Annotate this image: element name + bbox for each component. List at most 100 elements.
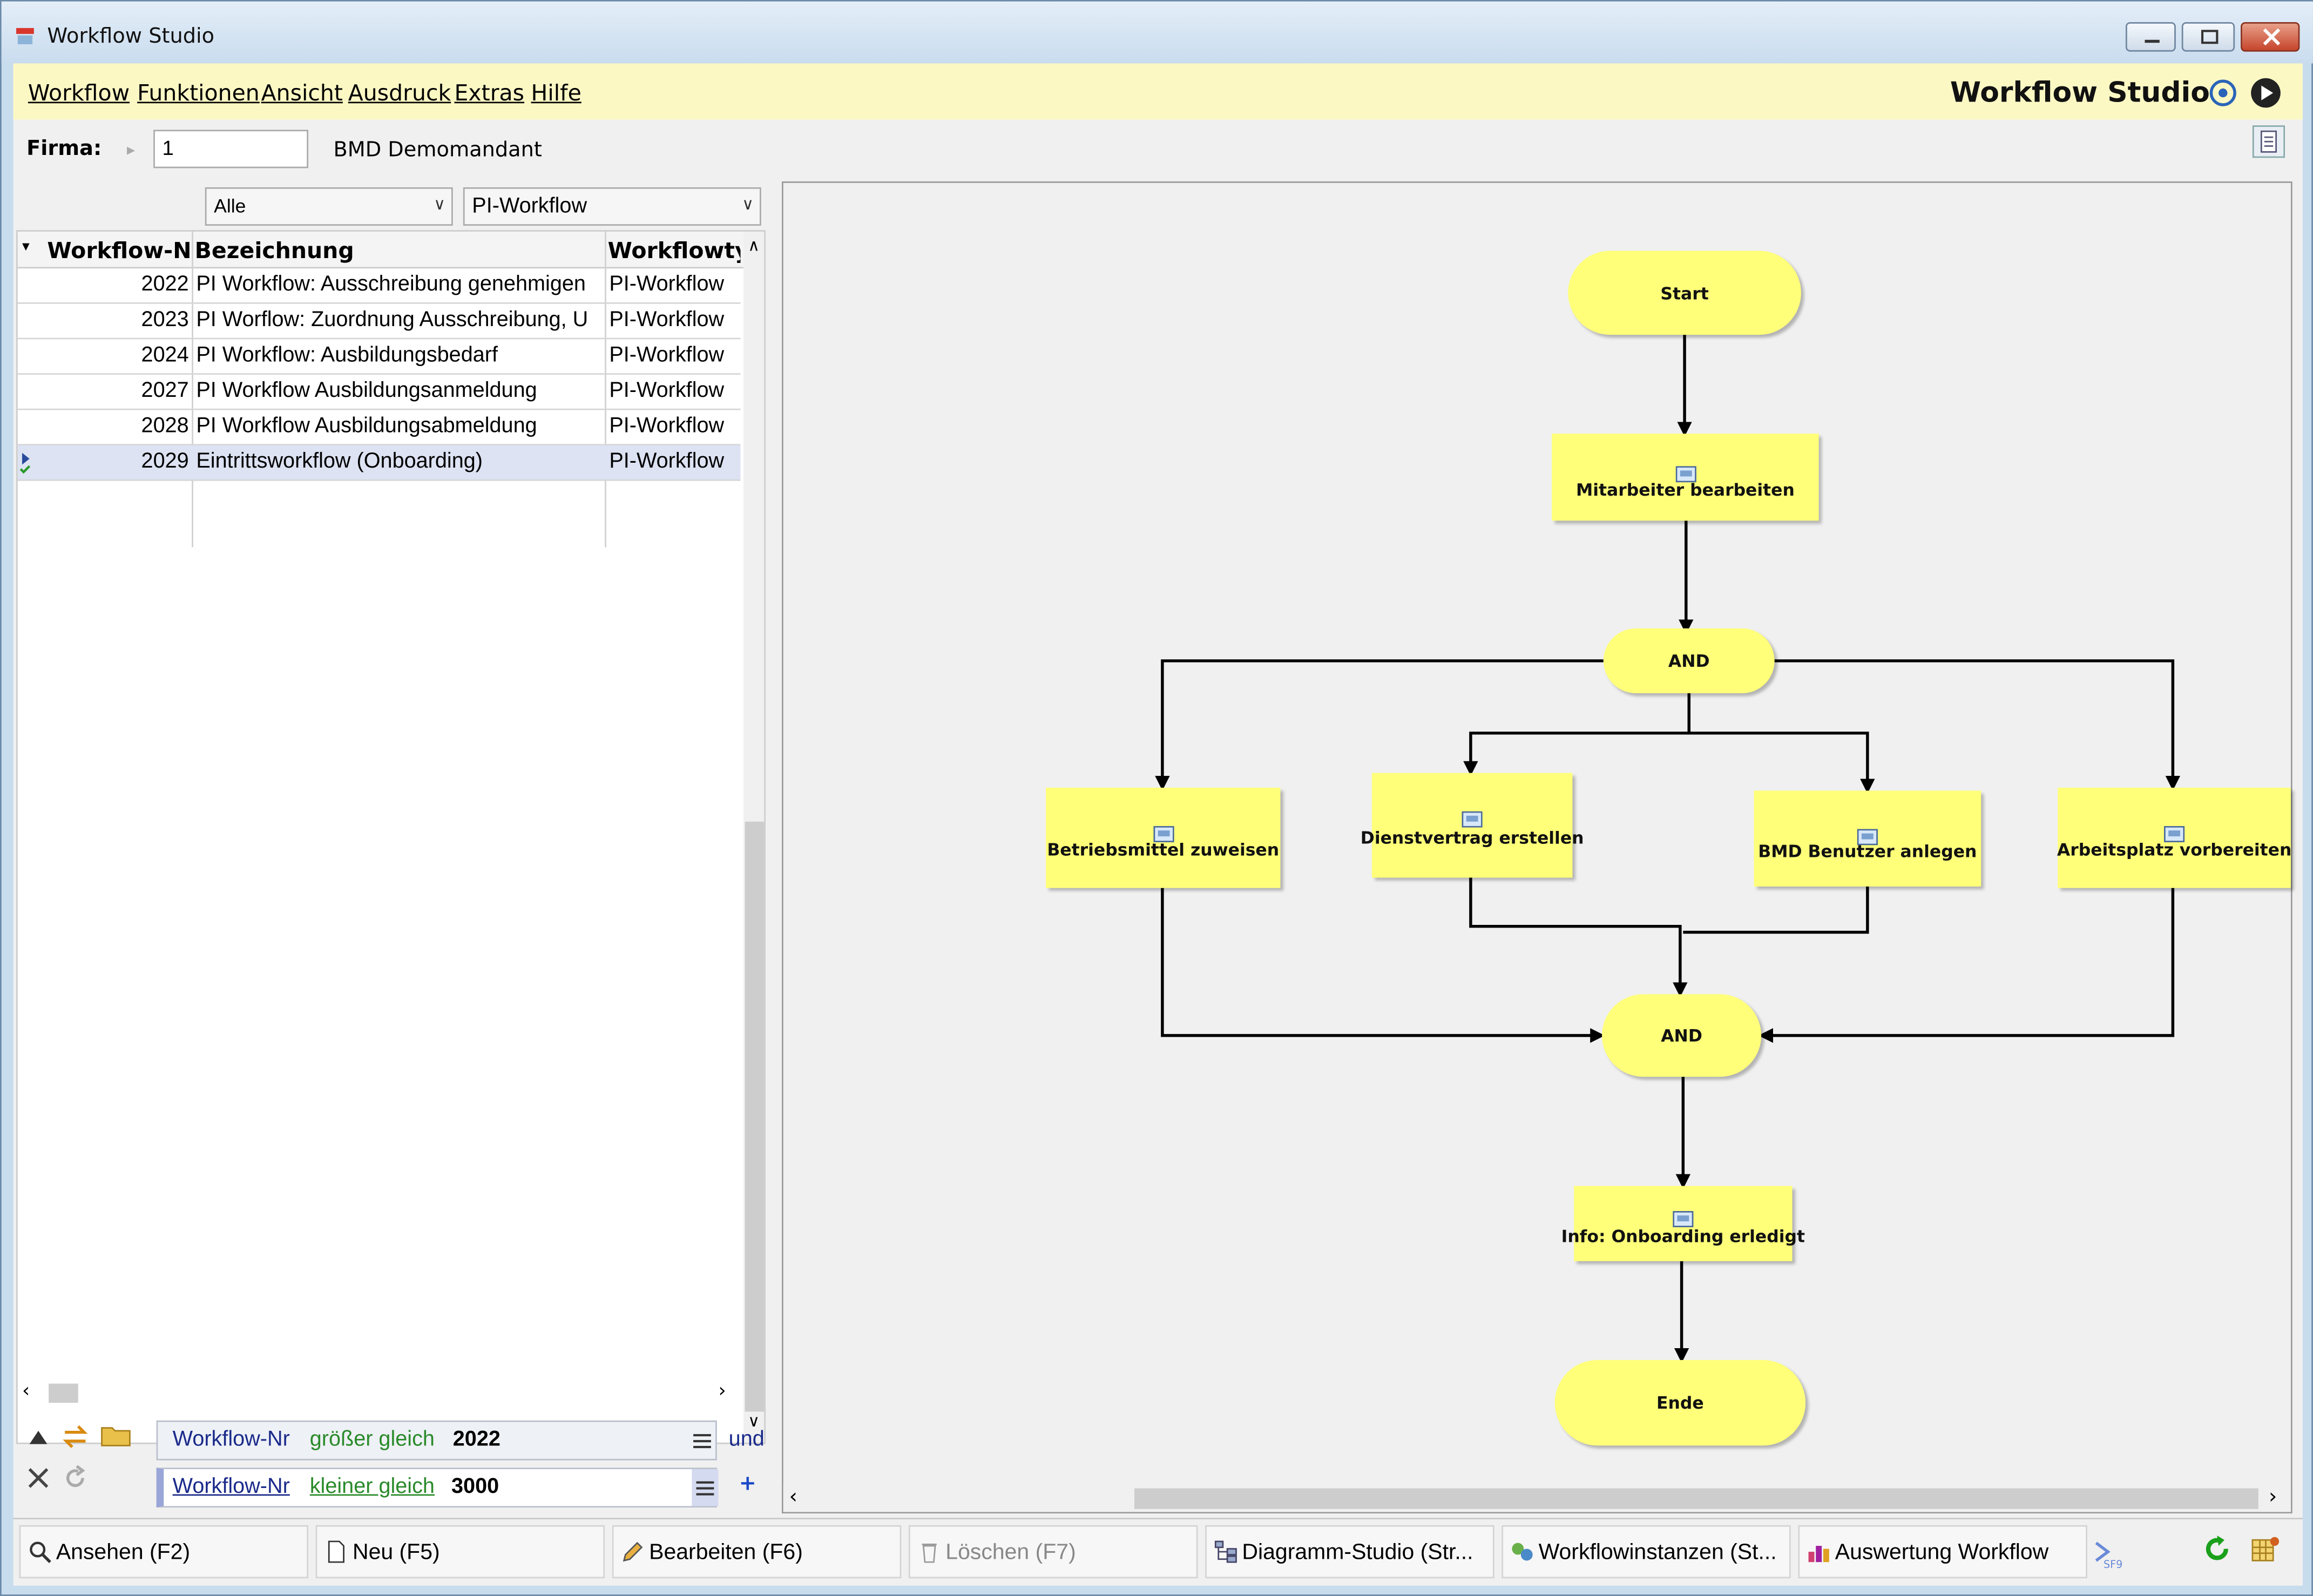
table-row[interactable]: 2022 PI Workflow: Ausschreibung genehmig… <box>17 268 741 304</box>
edit-button[interactable]: Bearbeiten (F6) <box>612 1525 902 1579</box>
sf9-icon[interactable]: SF9 <box>2090 1537 2122 1570</box>
table-row[interactable]: 2028 PI Workflow Ausbildungsabmeldung PI… <box>17 410 741 446</box>
menu-extras[interactable]: Extras <box>454 79 525 106</box>
move-up-icon[interactable] <box>26 1426 50 1447</box>
cell-nr: 2023 <box>141 308 189 332</box>
table-row-selected[interactable]: 2029 Eintrittsworkflow (Onboarding) PI-W… <box>17 445 741 481</box>
menu-hilfe[interactable]: Hilfe <box>531 79 581 106</box>
condition-operator[interactable]: kleiner gleich <box>309 1475 435 1499</box>
workflow-instances-button[interactable]: Workflowinstanzen (St... <box>1502 1525 1791 1579</box>
condition-field[interactable]: Workflow-Nr <box>172 1475 290 1499</box>
cell-typ: PI-Workflow <box>609 308 725 332</box>
chevron-down-icon: ∨ <box>742 196 754 214</box>
diagram-node-start[interactable]: Start <box>1568 251 1801 335</box>
diagram-node-arbeitsplatz-vorbereiten[interactable]: Arbeitsplatz vorbereiten <box>2057 787 2292 888</box>
node-label: Arbeitsplatz vorbereiten <box>2057 839 2292 860</box>
close-button[interactable] <box>2241 22 2300 52</box>
diagram-studio-button[interactable]: Diagramm-Studio (Str... <box>1205 1525 1494 1579</box>
column-header-bezeichnung[interactable]: Bezeichnung <box>194 237 354 265</box>
diagram-node-end[interactable]: Ende <box>1554 1360 1806 1446</box>
menu-lines-icon[interactable] <box>695 1478 715 1498</box>
horizontal-scroll-thumb[interactable] <box>49 1383 78 1403</box>
swap-arrows-icon[interactable] <box>60 1423 90 1450</box>
workflow-instances-button-label: Workflowinstanzen (St... <box>1538 1540 1777 1565</box>
open-folder-icon[interactable] <box>100 1422 133 1449</box>
scope-select[interactable]: Alle ∨ <box>205 187 453 226</box>
condition-value[interactable]: 2022 <box>452 1428 501 1452</box>
condition-value[interactable]: 3000 <box>451 1475 499 1499</box>
table-header: ▾ Workflow-Nr Bezeichnung Workflowtyp <box>17 231 765 269</box>
workflow-table: ▾ Workflow-Nr Bezeichnung Workflowtyp 20… <box>16 230 766 1444</box>
diagram-node-and-split[interactable]: AND <box>1603 628 1775 694</box>
condition-operator[interactable]: größer gleich <box>309 1428 435 1452</box>
minimize-button[interactable] <box>2125 22 2176 52</box>
condition-field[interactable]: Workflow-Nr <box>172 1428 290 1452</box>
diagram-horizontal-scrollbar[interactable]: ‹ › <box>783 1485 2291 1512</box>
filter-condition-1[interactable]: Workflow-Nr größer gleich 2022 <box>156 1420 717 1460</box>
restore-icon <box>2201 30 2219 44</box>
lookup-icon[interactable]: ▸ <box>126 140 136 160</box>
scroll-left-icon[interactable]: ‹ <box>22 1381 30 1403</box>
notes-button[interactable] <box>2252 125 2285 158</box>
diagram-node-dienstvertrag-erstellen[interactable]: Dienstvertrag erstellen <box>1361 773 1584 878</box>
column-header-typ[interactable]: Workflowtyp <box>607 237 741 265</box>
filter-condition-2[interactable]: Workflow-Nr kleiner gleich 3000 <box>156 1467 719 1508</box>
vertical-scroll-thumb[interactable] <box>745 821 765 1412</box>
condition-join[interactable]: und <box>728 1428 765 1452</box>
column-header-nr[interactable]: Workflow-Nr <box>47 237 192 265</box>
brand-title: Workflow Studio <box>1950 77 2210 110</box>
delete-button-label: Löschen (F7) <box>945 1540 1076 1565</box>
magnifier-icon <box>30 1541 51 1564</box>
firma-input[interactable]: 1 <box>153 130 309 168</box>
reload-icon[interactable] <box>2202 1534 2232 1564</box>
cell-typ: PI-Workflow <box>609 273 725 297</box>
task-icon <box>2163 826 2185 842</box>
diagram-node-mitarbeiter-bearbeiten[interactable]: Mitarbeiter bearbeiten <box>1552 434 1819 521</box>
play-icon[interactable] <box>2249 77 2282 109</box>
cell-bezeichnung: PI Worflow: Zuordnung Ausschreibung, U <box>196 308 589 332</box>
scroll-right-icon[interactable]: › <box>718 1381 726 1403</box>
diagram-node-info-onboarding[interactable]: Info: Onboarding erledigt <box>1561 1186 1805 1261</box>
view-button[interactable]: Ansehen (F2) <box>19 1525 309 1579</box>
diagram-scroll-thumb[interactable] <box>1134 1488 2258 1509</box>
maximize-button[interactable] <box>2181 22 2235 52</box>
report-button[interactable]: Auswertung Workflow <box>1798 1525 2087 1579</box>
node-label: Dienstvertrag erstellen <box>1360 827 1584 848</box>
table-row[interactable]: 2023 PI Worflow: Zuordnung Ausschreibung… <box>17 304 741 340</box>
task-icon <box>1857 829 1878 846</box>
table-row[interactable]: 2027 PI Workflow Ausbildungsanmeldung PI… <box>17 375 741 410</box>
table-row[interactable]: 2024 PI Workflow: Ausbildungsbedarf PI-W… <box>17 339 741 375</box>
report-chart-icon <box>1808 1546 1829 1563</box>
node-label: Betriebsmittel zuweisen <box>1047 839 1280 860</box>
menu-ansicht[interactable]: Ansicht <box>261 79 343 106</box>
edit-button-label: Bearbeiten (F6) <box>649 1540 803 1565</box>
new-button[interactable]: Neu (F5) <box>315 1525 605 1579</box>
diagram-studio-button-label: Diagramm-Studio (Str... <box>1242 1540 1473 1565</box>
add-condition-icon[interactable]: + <box>739 1472 756 1496</box>
diagram-node-betriebsmittel-zuweisen[interactable]: Betriebsmittel zuweisen <box>1046 787 1281 888</box>
diagram-node-and-join[interactable]: AND <box>1602 994 1762 1077</box>
menu-lines-icon[interactable] <box>692 1431 712 1451</box>
sort-arrow-icon[interactable]: ▾ <box>22 239 30 255</box>
settings-grid-icon[interactable] <box>2249 1534 2282 1566</box>
task-icon <box>1675 466 1696 483</box>
scroll-right-icon[interactable]: › <box>2268 1485 2277 1509</box>
type-select[interactable]: PI-Workflow ∨ <box>463 187 761 226</box>
scroll-up-icon[interactable]: ∧ <box>748 236 760 255</box>
scroll-left-icon[interactable]: ‹ <box>789 1485 797 1509</box>
table-horizontal-scrollbar[interactable]: ‹ › <box>16 1381 742 1404</box>
cell-bezeichnung: PI Workflow: Ausschreibung genehmigen <box>196 273 586 297</box>
diagram-node-bmd-benutzer-anlegen[interactable]: BMD Benutzer anlegen <box>1754 790 1981 887</box>
menu-funktionen[interactable]: Funktionen <box>137 79 260 106</box>
delete-button[interactable]: Löschen (F7) <box>908 1525 1198 1579</box>
cell-bezeichnung: PI Workflow Ausbildungsabmeldung <box>196 414 537 438</box>
menu-ausdruck[interactable]: Ausdruck <box>348 79 451 106</box>
refresh-icon[interactable] <box>62 1465 89 1491</box>
title-bar: Workflow Studio <box>1 1 2313 64</box>
help-icon[interactable] <box>2208 78 2238 108</box>
menu-workflow[interactable]: Workflow <box>28 79 130 106</box>
column-divider <box>605 231 606 547</box>
app-icon <box>16 28 34 44</box>
clear-filter-icon[interactable] <box>25 1465 51 1491</box>
scroll-down-icon[interactable]: ∨ <box>748 1411 760 1431</box>
